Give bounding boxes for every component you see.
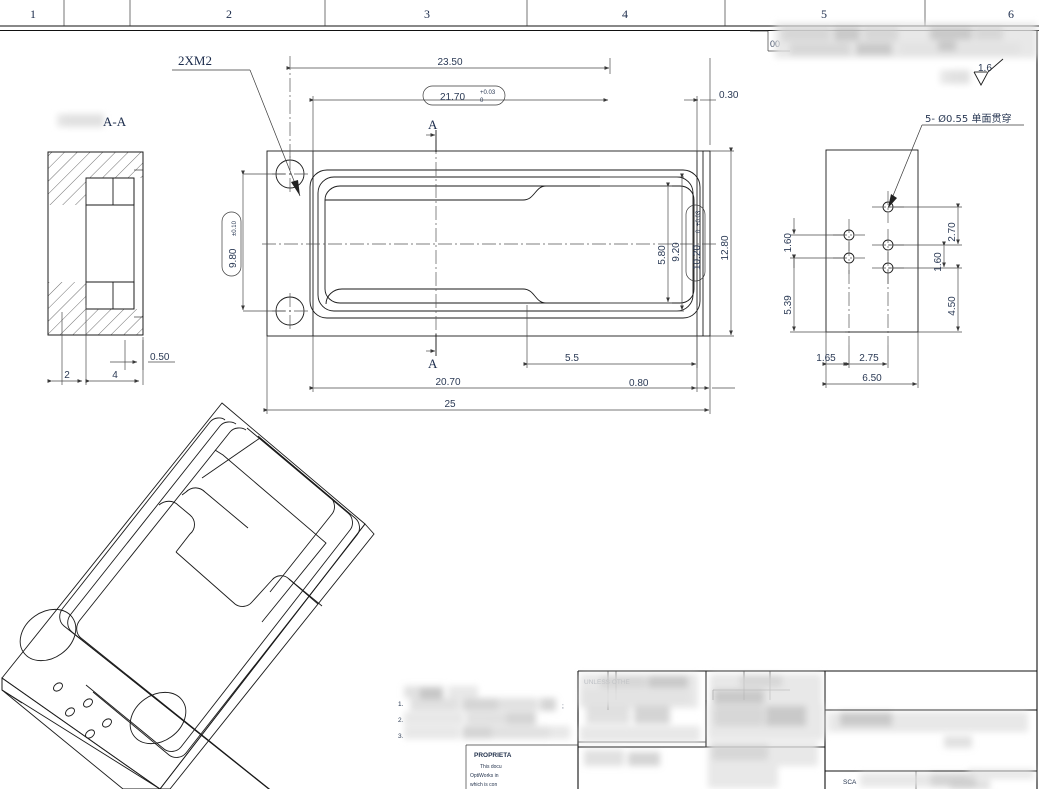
surface-finish-value: 1.6 xyxy=(978,63,992,74)
dim-5-5: 5.5 xyxy=(565,353,579,364)
dim-21-70-box: 21.70 +0.03 0 xyxy=(422,85,506,106)
dim-9-80-box: 9.80 ±0.10 xyxy=(221,211,242,277)
detail-dim-2-70: 2.70 xyxy=(947,222,958,242)
thread-callout-label: 2XM2 xyxy=(178,53,212,68)
zone-label-1: 1 xyxy=(30,7,36,21)
dim-12-80: 12.80 xyxy=(720,235,731,260)
proprietary-heading: PROPRIETA xyxy=(474,752,512,759)
dim-0-30: 0.30 xyxy=(719,90,739,101)
proprietary-line-2: OptiWorks in xyxy=(470,773,499,779)
zone-label-6: 6 xyxy=(1008,7,1014,21)
dim-9-20: 9.20 xyxy=(671,242,682,262)
detail-dim-5-39: 5.39 xyxy=(783,295,794,315)
detail-dim-6-50: 6.50 xyxy=(862,373,882,384)
iso-hole-1 xyxy=(19,608,77,662)
proprietary-line-3: which is con xyxy=(470,782,497,788)
section-view-label: A-A xyxy=(103,114,127,129)
dim-5-80: 5.80 xyxy=(657,245,668,265)
section-mark-a-top: A xyxy=(428,117,438,132)
scale-label: SCA xyxy=(843,779,857,786)
section-mark-a-bottom: A xyxy=(428,356,438,371)
dim-25: 25 xyxy=(444,399,456,410)
dim-9-80-tol: ±0.10 xyxy=(232,220,238,236)
dim-10-20-tol-up: +0.03 xyxy=(696,210,702,226)
dim-21-70: 21.70 xyxy=(440,92,465,103)
note-semicolon: ; xyxy=(562,703,564,710)
redacted-header-block: 00 xyxy=(750,23,1037,58)
section-view-a-a: A-A 0.50 2 4 xyxy=(47,114,175,385)
zone-label-4: 4 xyxy=(622,7,628,21)
note-item-3: 3. xyxy=(398,733,404,740)
section-dim-2: 2 xyxy=(64,370,70,381)
isometric-view xyxy=(1,402,375,789)
section-dim-050: 0.50 xyxy=(150,352,170,363)
dim-21-70-tol-up: +0.03 xyxy=(480,90,496,96)
hole-callout-label: 5- Ø0.55 单面贯穿 xyxy=(925,112,1011,125)
zone-label-5: 5 xyxy=(821,7,827,21)
detail-dim-1-65: 1.65 xyxy=(816,353,836,364)
surface-finish-symbol: 1.6 xyxy=(940,58,1004,86)
dim-20-70: 20.70 xyxy=(435,377,460,388)
detail-dim-1-60-right: 1.60 xyxy=(933,252,944,272)
proprietary-line-1: This docu xyxy=(480,764,502,770)
dim-23-50: 23.50 xyxy=(437,57,462,68)
zone-label-3: 3 xyxy=(424,7,430,21)
iso-hole-2 xyxy=(129,691,187,745)
section-cut-marks: A A xyxy=(426,117,438,371)
detail-dim-1-60-left: 1.60 xyxy=(783,233,794,253)
title-block: UNLESS OTHE PROPRIETA This docu OptiWork… xyxy=(465,670,1037,789)
note-item-1: 1. xyxy=(398,701,404,708)
note-item-2: 2. xyxy=(398,717,404,724)
section-dim-4: 4 xyxy=(112,370,118,381)
dim-21-70-tol-dn: 0 xyxy=(480,98,484,104)
hole-callout-leader: 5- Ø0.55 单面贯穿 xyxy=(887,112,1024,209)
detail-dim-2-75: 2.75 xyxy=(859,353,879,364)
dim-9-80: 9.80 xyxy=(228,248,239,268)
dim-10-20-box: 10.20 +0.03 0 xyxy=(685,204,706,282)
main-top-view: A A 2XM2 xyxy=(172,53,716,371)
detail-dim-4-50: 4.50 xyxy=(947,296,958,316)
zone-label-2: 2 xyxy=(226,7,232,21)
thread-callout-2xm2: 2XM2 xyxy=(172,53,301,197)
detail-view-holes: 5- Ø0.55 单面贯穿 1.60 5.39 2.70 1.60 4.50 1… xyxy=(783,112,1024,388)
dim-0-80: 0.80 xyxy=(629,378,649,389)
top-view-dimensions: 23.50 21.70 +0.03 0 0.30 9.80 ±0.10 5.80 xyxy=(221,56,739,414)
dim-10-20: 10.20 xyxy=(692,245,703,270)
drawing-notes: 1. 2. 3. ; xyxy=(398,686,570,740)
zone-labels: 1 2 3 4 5 6 xyxy=(30,7,1014,21)
dim-10-20-tol-dn: 0 xyxy=(696,229,702,233)
